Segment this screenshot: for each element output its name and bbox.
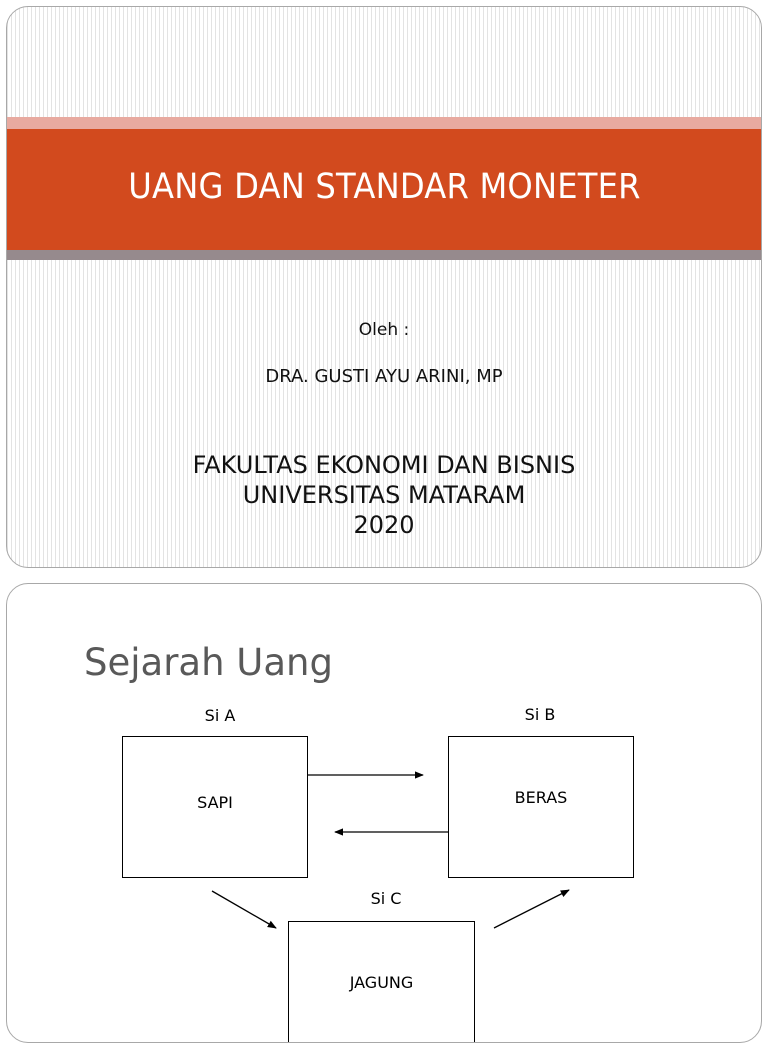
title-band: UANG DAN STANDAR MONETER bbox=[7, 129, 761, 250]
person-label-a: Si A bbox=[204, 706, 236, 725]
title-band-top-stripe bbox=[7, 117, 761, 129]
exchange-arrows bbox=[211, 771, 570, 929]
history-slide: Sejarah Uang Si A Si B Si C SAPI BERAS J… bbox=[6, 583, 762, 1043]
author-name: DRA. GUSTI AYU ARINI, MP bbox=[265, 366, 503, 387]
arrow-c-to-b bbox=[493, 889, 570, 929]
box-sapi: SAPI bbox=[122, 736, 308, 878]
slide-title: UANG DAN STANDAR MONETER bbox=[127, 166, 641, 207]
university-name: UNIVERSITAS MATARAM bbox=[242, 481, 526, 509]
person-label-b: Si B bbox=[524, 705, 556, 724]
person-label-c: Si C bbox=[370, 889, 402, 908]
box-jagung: JAGUNG bbox=[288, 921, 475, 1042]
box-label-sapi: SAPI bbox=[197, 793, 233, 812]
title-band-bottom-stripe bbox=[7, 250, 761, 260]
title-slide: UANG DAN STANDAR MONETER Oleh : DRA. GUS… bbox=[6, 6, 762, 568]
box-label-jagung: JAGUNG bbox=[349, 973, 414, 992]
faculty-name: FAKULTAS EKONOMI DAN BISNIS bbox=[192, 451, 576, 479]
arrow-a-to-c bbox=[211, 890, 277, 929]
year: 2020 bbox=[353, 511, 415, 539]
oleh-label: Oleh : bbox=[358, 320, 410, 340]
box-beras: BERAS bbox=[448, 736, 634, 878]
slide-heading: Sejarah Uang bbox=[84, 641, 333, 684]
box-label-beras: BERAS bbox=[514, 788, 568, 807]
